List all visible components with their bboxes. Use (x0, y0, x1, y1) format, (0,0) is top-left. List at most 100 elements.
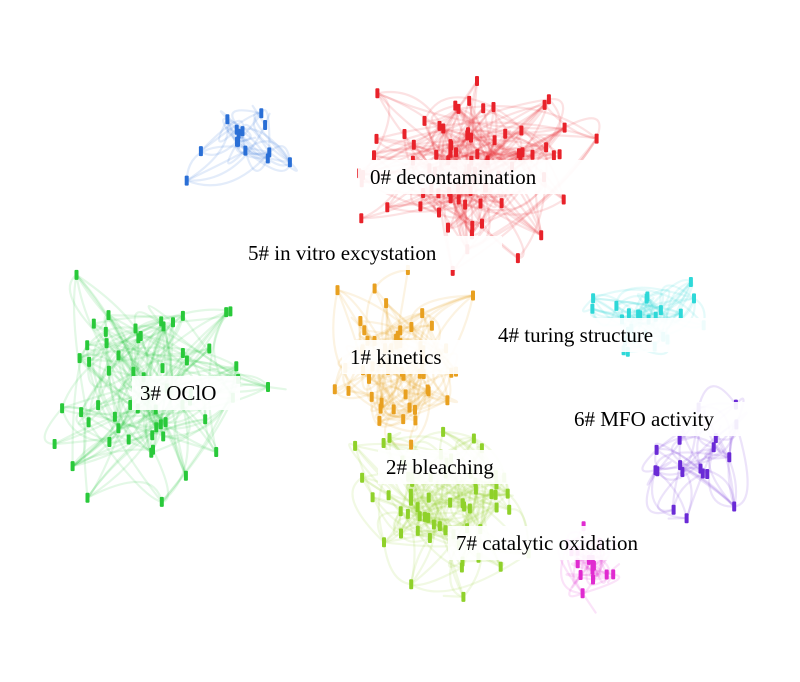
network-link (337, 289, 387, 349)
network-link (424, 489, 478, 521)
network-link (161, 404, 189, 503)
network-link (162, 404, 191, 440)
network-link (645, 295, 660, 313)
cluster-label-0-text: 0# decontamination (370, 165, 537, 189)
network-link (435, 137, 472, 162)
network-link (200, 112, 262, 152)
network-node (658, 305, 663, 316)
network-node (224, 307, 229, 318)
network-link (86, 403, 184, 499)
network-node (539, 230, 544, 241)
network-node (492, 135, 497, 146)
network-link (351, 476, 385, 544)
network-link (93, 322, 269, 389)
network-node (561, 194, 566, 205)
network-node (401, 414, 406, 425)
network-link (80, 411, 154, 451)
network-node (106, 310, 111, 321)
network-node (265, 153, 270, 164)
network-node (515, 253, 520, 264)
network-link (615, 295, 662, 311)
network-link (226, 118, 252, 143)
network-node (626, 308, 631, 319)
network-node (475, 76, 479, 86)
network-link (655, 436, 731, 459)
network-node (381, 438, 386, 448)
network-node (727, 452, 732, 463)
network-link (78, 404, 99, 426)
network-link (464, 198, 565, 216)
network-link (147, 304, 174, 328)
network-link (457, 108, 565, 134)
network-node (692, 293, 696, 304)
network-link (185, 145, 270, 181)
cluster-label-5-text: 5# in vitro excystation (248, 241, 437, 265)
network-node (184, 175, 189, 186)
network-link (134, 324, 239, 380)
network-node (240, 126, 245, 137)
network-node (385, 202, 390, 213)
network-link (61, 320, 162, 409)
network-link (580, 573, 606, 581)
network-node (128, 400, 133, 410)
network-link (61, 406, 153, 454)
network-link (462, 107, 485, 156)
network-link (380, 398, 414, 420)
network-node (369, 391, 374, 402)
network-node (180, 348, 185, 358)
network-link (442, 594, 464, 598)
cluster-label-4: 4# turing structure (488, 318, 710, 352)
network-node (443, 525, 448, 536)
network-node (384, 298, 389, 309)
network-link (679, 448, 731, 466)
network-node (445, 395, 450, 406)
network-link (384, 325, 412, 340)
network-node (372, 150, 376, 161)
network-node (346, 385, 351, 396)
network-link (392, 510, 429, 530)
network-node (126, 434, 131, 445)
network-link (656, 471, 684, 512)
network-node (180, 310, 185, 321)
network-link (670, 438, 704, 475)
network-node (163, 417, 168, 428)
network-link (581, 297, 594, 313)
network-link (72, 418, 206, 468)
network-link (79, 346, 237, 368)
network-node (214, 447, 219, 457)
network-link (79, 315, 184, 362)
network-node (287, 157, 292, 168)
network-link (398, 511, 431, 543)
network-node (106, 365, 111, 376)
network-link (117, 355, 217, 454)
network-link (458, 105, 598, 140)
network-link (386, 80, 478, 208)
network-link (707, 446, 736, 508)
network-link (421, 387, 448, 402)
network-node (448, 139, 453, 150)
network-link (592, 297, 682, 315)
network-link (393, 481, 414, 537)
network-link (454, 105, 520, 158)
network-link (86, 320, 162, 347)
network-node (498, 561, 503, 572)
network-node (77, 353, 82, 364)
network-node (409, 322, 414, 332)
network-link (80, 411, 163, 503)
network-node (469, 132, 473, 143)
network-link (98, 342, 116, 418)
network-link (646, 288, 671, 311)
network-node (85, 340, 90, 351)
network-node (236, 128, 241, 139)
network-node (405, 508, 410, 519)
network-link (458, 107, 483, 155)
network-node (422, 511, 427, 522)
cluster-label-1-text: 1# kinetics (350, 345, 442, 369)
network-link (383, 476, 411, 544)
network-link (383, 476, 410, 544)
network-link (72, 448, 154, 468)
network-link (383, 438, 475, 544)
network-node (448, 193, 453, 204)
network-link (267, 385, 287, 391)
network-node (557, 149, 562, 160)
